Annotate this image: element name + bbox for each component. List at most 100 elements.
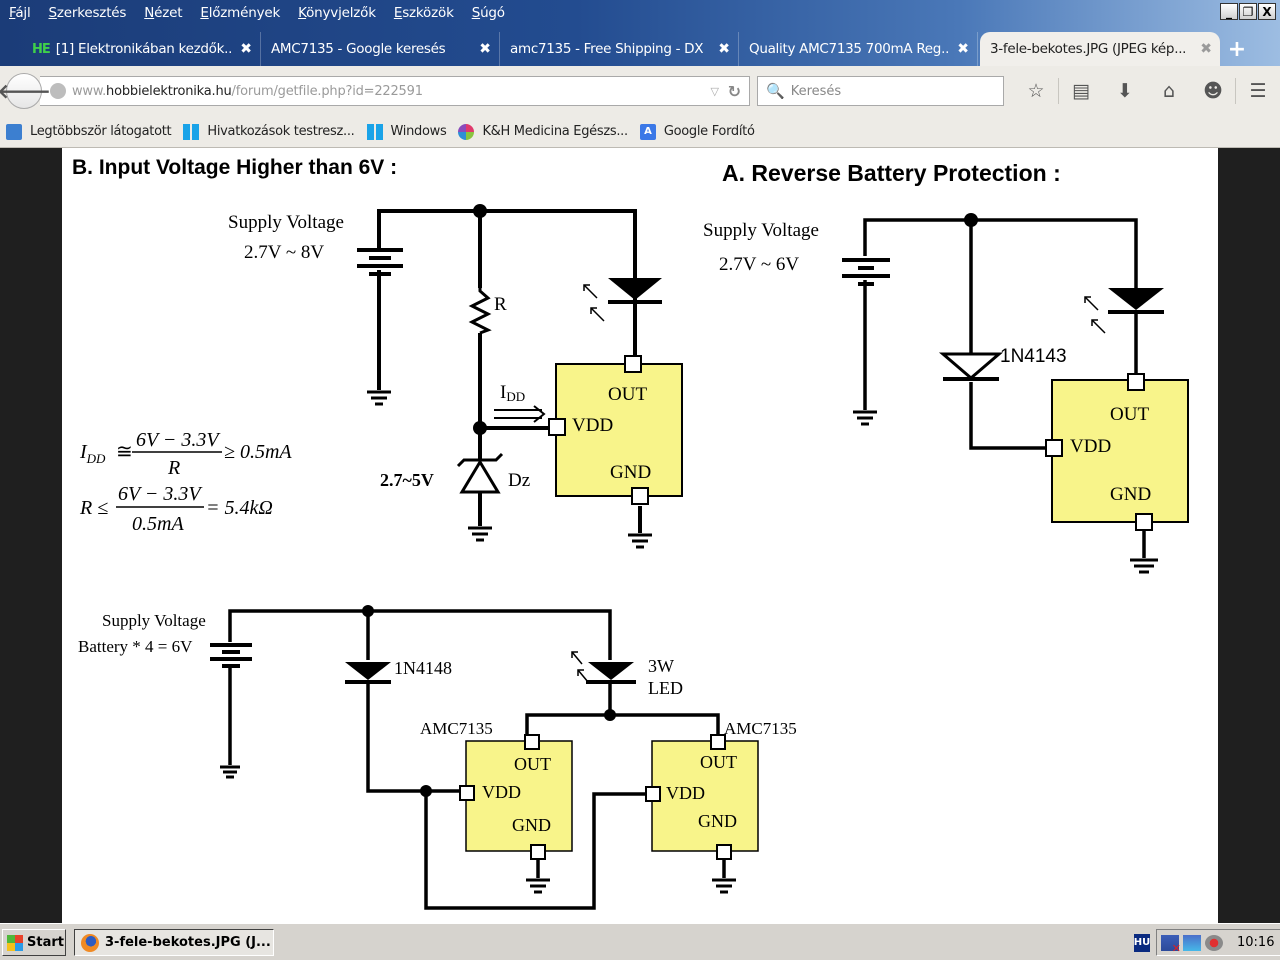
bookmark-label: Windows [390,124,447,139]
section-a-title: A. Reverse Battery Protection : [722,160,1061,186]
bookmark-star-icon[interactable]: ☆ [1027,80,1045,102]
junction-dot [362,605,374,617]
bookmark-label: Hivatkozások testresz... [207,124,355,139]
url-prefix: www. [72,83,107,99]
pin-out-label: OUT [1110,404,1149,425]
url-text[interactable]: www.hobbielektronika.hu/forum/getfile.ph… [72,84,423,99]
pin-out [710,734,726,750]
chip1-label: AMC7135 [420,719,493,738]
ground-symbol [367,390,391,406]
tab-title: [1] Elektronikában kezdők... [55,41,232,57]
url-domain: hobbielektronika.hu [106,83,232,99]
tab-close-icon[interactable]: ✖ [479,41,491,57]
language-indicator[interactable]: HU [1134,933,1150,952]
tab-title: 3-fele-bekotes.JPG (JPEG kép... [990,41,1187,57]
pin-gnd [716,844,732,860]
tab-google-search[interactable]: AMC7135 - Google keresés ✖ [261,32,500,66]
bookmark-most-visited[interactable]: Legtöbbször látogatott [6,123,172,140]
kh-logo-icon [458,123,475,140]
tab-strip: HE [1] Elektronikában kezdők... ✖ AMC713… [22,32,1254,66]
wires [377,209,642,533]
wire [525,713,720,738]
ground-symbol [468,526,492,542]
back-button[interactable]: 🡐 [0,73,51,109]
chip2-label: AMC7135 [724,719,797,738]
system-tray: HU 10:16 [1134,929,1280,956]
menu-view[interactable]: Nézet [144,5,183,21]
ground-symbol [628,533,652,549]
network-connected-icon[interactable] [1183,934,1201,951]
resistor-symbol [468,288,492,335]
zener-label: Dz [508,470,530,491]
section-a-circuit: A. Reverse Battery Protection : Supply V… [703,160,1189,574]
wire [424,791,646,910]
bookmark-windows[interactable]: Windows [366,123,447,140]
current-arrow-icon [494,405,546,423]
junction-dot [473,204,487,218]
hello-chat-icon[interactable]: ☻ [1203,80,1223,102]
junction-dot [473,421,487,435]
tab-close-icon[interactable]: ✖ [957,41,969,57]
clock[interactable]: 10:16 [1237,935,1275,950]
section-b-circuit: B. Input Voltage Higher than 6V : Supply… [72,156,683,549]
toolbar-separator [1235,78,1236,104]
reload-icon[interactable]: ↻ [727,81,741,101]
minimize-button[interactable]: _ [1220,3,1238,20]
tab-elektronika[interactable]: HE [1] Elektronikában kezdők... ✖ [22,32,261,66]
tab-close-icon[interactable]: ✖ [240,41,252,57]
hamburger-menu-icon[interactable]: ☰ [1249,80,1267,102]
menu-file[interactable]: Fájl [9,5,31,21]
close-button[interactable]: X [1258,3,1276,20]
pin-vdd [1045,439,1063,457]
antivirus-disabled-icon[interactable] [1205,934,1223,951]
search-placeholder: Keresés [790,83,842,99]
toolbar-icons: ☆ ▤ ⬇ ⌂ ☻ ☰ [1014,78,1280,104]
reading-list-icon[interactable]: ▤ [1072,80,1090,102]
menu-bar: Fájl Szerkesztés Nézet Előzmények Könyvj… [0,0,523,26]
pin-out-label: OUT [514,754,551,774]
translate-icon: A [639,123,656,140]
led-label-type: LED [648,678,683,698]
menu-help[interactable]: Súgó [471,5,505,21]
light-emission-arrows-icon [571,651,589,683]
bookmark-google-translate[interactable]: A Google Fordító [639,123,755,140]
restore-button[interactable]: ❐ [1239,3,1257,20]
url-path: /forum/getfile.php?id=222591 [231,83,423,99]
tab-quality-amc7135[interactable]: Quality AMC7135 700mA Reg... ✖ [739,32,978,66]
pin-gnd-label: GND [610,462,651,483]
pin-out [524,734,540,750]
menu-history[interactable]: Előzmények [200,5,281,21]
url-bar[interactable]: www.hobbielektronika.hu/forum/getfile.ph… [40,76,750,106]
navigation-bar: www.hobbielektronika.hu/forum/getfile.ph… [0,66,1280,116]
diode-label: 1N4148 [394,658,452,678]
search-input[interactable]: 🔍 Keresés [757,76,1004,106]
formula-denominator: R [167,457,180,479]
tab-dx[interactable]: amc7135 - Free Shipping - DX ✖ [500,32,739,66]
download-icon[interactable]: ⬇ [1117,80,1133,102]
firefox-icon [81,933,99,952]
menu-tools[interactable]: Eszközök [393,5,454,21]
bookmark-kh-medicina[interactable]: K&H Medicina Egészs... [458,123,628,140]
pin-vdd-label: VDD [482,782,521,802]
pin-vdd-label: VDD [666,783,705,803]
history-dropdown-icon[interactable]: ▽ [710,84,719,98]
taskbar-firefox-window[interactable]: 3-fele-bekotes.JPG (J... [74,929,274,956]
windows-icon [366,123,383,140]
network-disconnected-icon[interactable] [1161,934,1181,955]
light-emission-arrows-icon [583,284,605,322]
battery-symbol [842,258,890,286]
ground-symbol [712,878,736,894]
bookmark-customize-links[interactable]: Hivatkozások testresz... [183,123,355,140]
home-icon[interactable]: ⌂ [1162,80,1176,102]
zener-voltage-label: 2.7~5V [380,470,434,490]
tab-close-icon[interactable]: ✖ [718,41,730,57]
menu-bookmarks[interactable]: Könyvjelzők [298,5,376,21]
menu-edit[interactable]: Szerkesztés [48,5,127,21]
tab-close-icon[interactable]: ✖ [1200,41,1212,57]
tab-jpeg-image[interactable]: 3-fele-bekotes.JPG (JPEG kép... ✖ [980,32,1220,66]
new-tab-plus-icon[interactable]: + [1227,36,1247,62]
supply-range: 2.7V ~ 8V [244,242,324,263]
start-button[interactable]: Start [2,929,66,956]
zener-diode-symbol [456,452,504,494]
formula-result: = 5.4kΩ [206,497,273,519]
